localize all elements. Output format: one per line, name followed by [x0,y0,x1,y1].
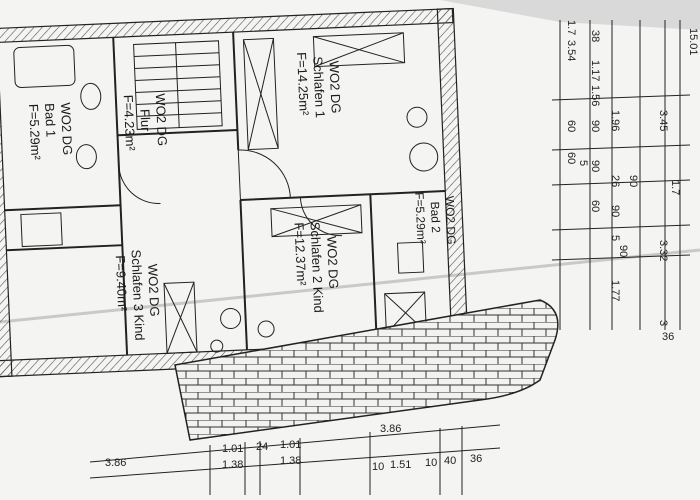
dim-label: 5 [609,235,621,241]
dim-label: 1.56 [589,85,601,106]
schlafen3-name: Schlafen 3 Kind [129,249,148,341]
bath-fixtures [13,44,439,353]
room-schlafen2: WO2 DG Schlafen 2 Kind F=12.37m² [291,221,341,313]
interior-walls [4,32,446,356]
dim-label: 1.77 [609,280,621,301]
dim-label: 90 [617,245,629,257]
schlafen2-area: F=12.37m² [291,222,309,286]
dim-label: 90 [589,120,601,132]
schlafen1-area: F=14.25m² [294,52,312,116]
schlafen3-unit: WO2 DG [145,264,162,317]
bad1-unit: WO2 DG [58,102,75,155]
door-swings [118,149,343,237]
dim-label: 24 [256,441,268,453]
dim-label: 1.17 [589,60,601,81]
dim-label: 10 [425,457,437,469]
schlafen1-unit: WO2 DG [326,60,343,113]
dim-label: 90 [627,175,639,187]
dim-label: 90 [609,205,621,217]
room-flur: WO2 DG Flur F=4.23m² [121,93,170,152]
schlafen1-name: Schlafen 1 [310,56,328,118]
dim-label: 60 [589,200,601,212]
flur-area: F=4.23m² [121,94,138,151]
dim-label: 10 [372,461,384,473]
bad1-name: Bad 1 [42,103,58,138]
room-bad1: WO2 DG Bad 1 F=5.29m² [26,102,75,161]
dim-label: 3.45 [657,110,669,131]
room-bad2: WO2 DG Bad 2 F=5.29m² [412,192,458,245]
dim-label: 1.7 [669,180,681,195]
dim-label: 3 [657,320,669,326]
paper-crease [0,248,700,324]
stairs [133,40,223,130]
dim-label: 1.96 [609,110,621,131]
wall-left [0,27,13,378]
room-schlafen3: WO2 DG Schlafen 3 Kind F=9.40m² [113,249,163,341]
schlafen2-unit: WO2 DG [324,236,341,289]
dim-label: 1.01 [280,439,301,451]
dim-label: 36 [662,331,674,343]
room-schlafen1: WO2 DG Schlafen 1 F=14.25m² [294,52,344,118]
dim-label: 40 [444,455,456,467]
dim-label: 15.01 [687,28,699,56]
dim-label: 36 [470,453,482,465]
dim-label: 3.86 [380,423,401,435]
dim-label: 1.38 [222,459,243,471]
dim-label: 5 [577,160,589,166]
brick-terrace [174,299,559,441]
dim-label: 3.32 [657,240,669,261]
schlafen2-name: Schlafen 2 Kind [307,221,326,313]
bad2-unit: WO2 DG [442,196,458,245]
dimension-lines-right [551,20,691,330]
dim-label: 1.38 [280,455,301,467]
dim-label: 60 [565,152,577,164]
dimension-labels-bottom: 3.86 1.01 24 1.01 3.86 1.38 1.38 10 1.51… [105,331,674,473]
bad2-area: F=5.29m² [412,192,428,244]
dim-label: 3.86 [105,457,126,469]
dimension-lines-bottom [89,424,501,495]
dim-label: 1.51 [390,459,411,471]
dim-label: 90 [589,160,601,172]
bad1-area: F=5.29m² [26,104,43,161]
schlafen3-area: F=9.40m² [113,255,130,312]
paper-fold-shadow [440,0,700,30]
bad2-name: Bad 2 [428,201,443,233]
dim-label: 60 [565,120,577,132]
dim-label: 3.54 [565,40,577,61]
dim-label: 1.7 [565,20,577,35]
flur-unit: WO2 DG [153,93,170,146]
dim-label: 1.01 [222,443,243,455]
dim-label: 38 [589,30,601,42]
dimension-labels-right: 15.01 1.7 3.54 38 1.17 1.56 60 90 1.96 3… [565,20,699,326]
dim-label: 26 [609,175,621,187]
flur-name: Flur [137,109,153,133]
